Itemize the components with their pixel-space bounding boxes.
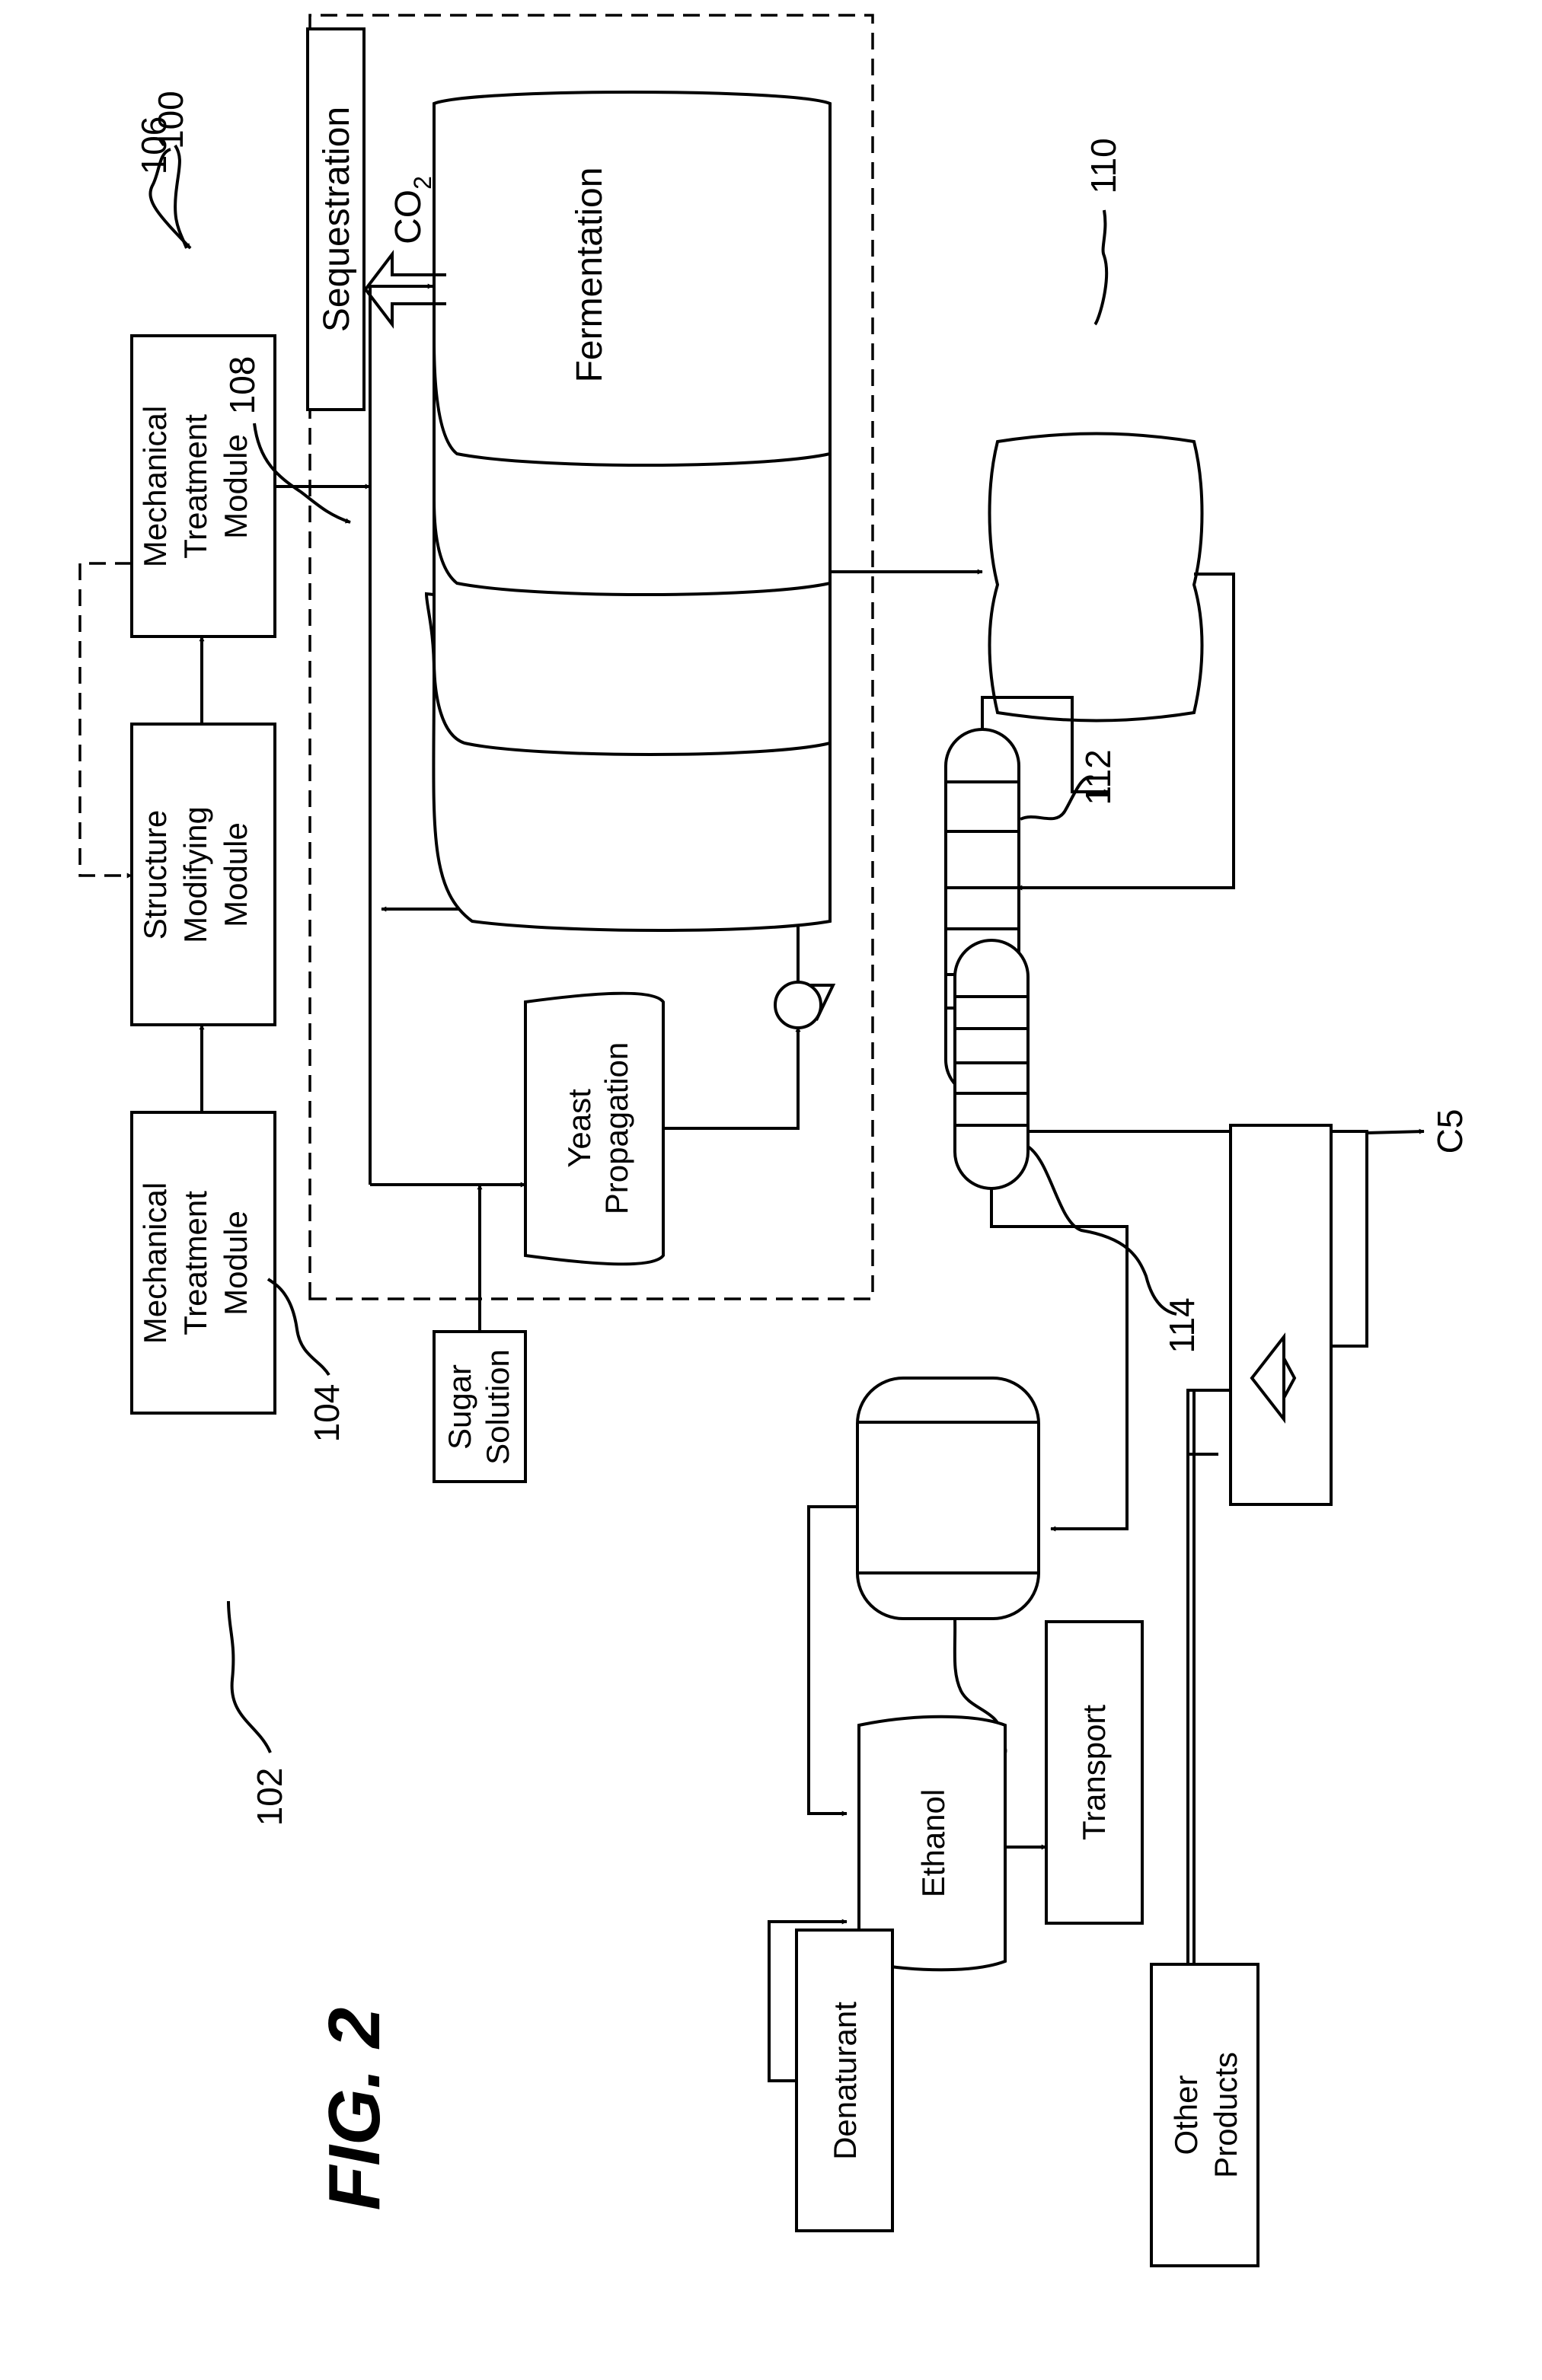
svg-text:Module: Module — [218, 1211, 254, 1316]
svg-text:Other: Other — [1168, 2075, 1204, 2155]
other-products-box — [1150, 1963, 1259, 2267]
fermentation-label: Fermentation — [570, 167, 610, 383]
ref-100: 100 — [151, 91, 190, 149]
svg-text:Sugar: Sugar — [442, 1364, 477, 1450]
svg-text:Structure: Structure — [137, 810, 173, 940]
ref-110: 110 — [1084, 138, 1123, 193]
co2-label: CO2 — [388, 176, 436, 244]
module-106-label: Mechanical Treatment Module — [137, 406, 254, 567]
leader-102 — [227, 1600, 272, 1753]
leader-100 — [148, 148, 192, 250]
column-114-to-vessel-116 — [990, 1188, 1129, 1532]
leader-104 — [267, 1278, 330, 1377]
column-114-final-visible — [953, 939, 1030, 1190]
svg-text:Yeast: Yeast — [561, 1089, 597, 1168]
ethanol-label: Ethanol — [915, 1789, 951, 1897]
vessel-116-to-ethanol — [807, 1505, 857, 1817]
co2-open-arrow — [363, 250, 446, 329]
sequestration-box — [306, 27, 366, 411]
sequestration-label: Sequestration — [317, 107, 357, 332]
ref-102: 102 — [250, 1768, 289, 1826]
fermentation-feed-header — [369, 283, 433, 1185]
fermentation-tank-main — [433, 91, 832, 467]
denaturant-label: Denaturant — [827, 2002, 863, 2160]
vessel-116 — [856, 1377, 1040, 1620]
figure-title: FIG. 2 — [314, 2008, 395, 2211]
yeast-propagation-tank — [524, 991, 665, 1266]
leader-110 — [1093, 209, 1109, 326]
denaturant-to-ethanol — [768, 1919, 848, 2082]
other-products-label: Other Products — [1168, 2052, 1243, 2178]
ref-112: 112 — [1078, 749, 1118, 805]
svg-text:Mechanical: Mechanical — [137, 1182, 173, 1344]
holding-to-column-112 — [1017, 573, 1235, 891]
leader-112 — [1020, 775, 1093, 821]
svg-text:Products: Products — [1208, 2052, 1243, 2178]
dashed-recycle-106-to-104 — [78, 562, 132, 879]
leader-106 — [174, 144, 188, 249]
transport-box — [1045, 1620, 1144, 1925]
c5-draw-line — [1366, 1128, 1425, 1134]
holding-tank-110 — [988, 432, 1204, 723]
leader-116 — [953, 1618, 1003, 1734]
ref-114: 114 — [1162, 1297, 1202, 1353]
yeast-to-pump — [663, 1026, 801, 1130]
transport-label: Transport — [1076, 1705, 1112, 1841]
yeast-propagation-label: Yeast Propagation — [561, 1042, 634, 1215]
svg-text:Modifying: Modifying — [177, 806, 213, 943]
svg-text:Module: Module — [218, 822, 254, 927]
column-112-to-114 — [981, 696, 1109, 795]
pump-icon — [774, 981, 836, 1029]
svg-text:Mechanical: Mechanical — [137, 406, 173, 567]
module-104-label: Structure Modifying Module — [137, 806, 254, 943]
separator-unit — [1229, 1124, 1333, 1506]
svg-text:Module: Module — [218, 434, 254, 539]
ethanol-tank — [857, 1715, 1007, 1972]
ref-108: 108 — [222, 356, 262, 415]
svg-text:Solution: Solution — [480, 1349, 516, 1465]
module-102-label: Mechanical Treatment Module — [137, 1182, 254, 1344]
fermentation-area-boundary-108 — [308, 14, 874, 1300]
leader-114 — [1026, 1145, 1177, 1316]
svg-text:Treatment: Treatment — [177, 414, 213, 559]
ref-104: 104 — [307, 1384, 346, 1443]
svg-text:Treatment: Treatment — [177, 1191, 213, 1335]
leader-108 — [253, 423, 351, 524]
ref-106: 106 — [134, 116, 174, 175]
rotated-drawing: FIG. 2 100 Mechanical Treatment Module 1… — [78, 14, 1470, 2267]
sugar-solution-label: Sugar Solution — [442, 1349, 516, 1465]
c5-label: C5 — [1430, 1109, 1470, 1154]
other-products-arrow — [1191, 1389, 1231, 2160]
svg-text:Propagation: Propagation — [599, 1042, 634, 1215]
